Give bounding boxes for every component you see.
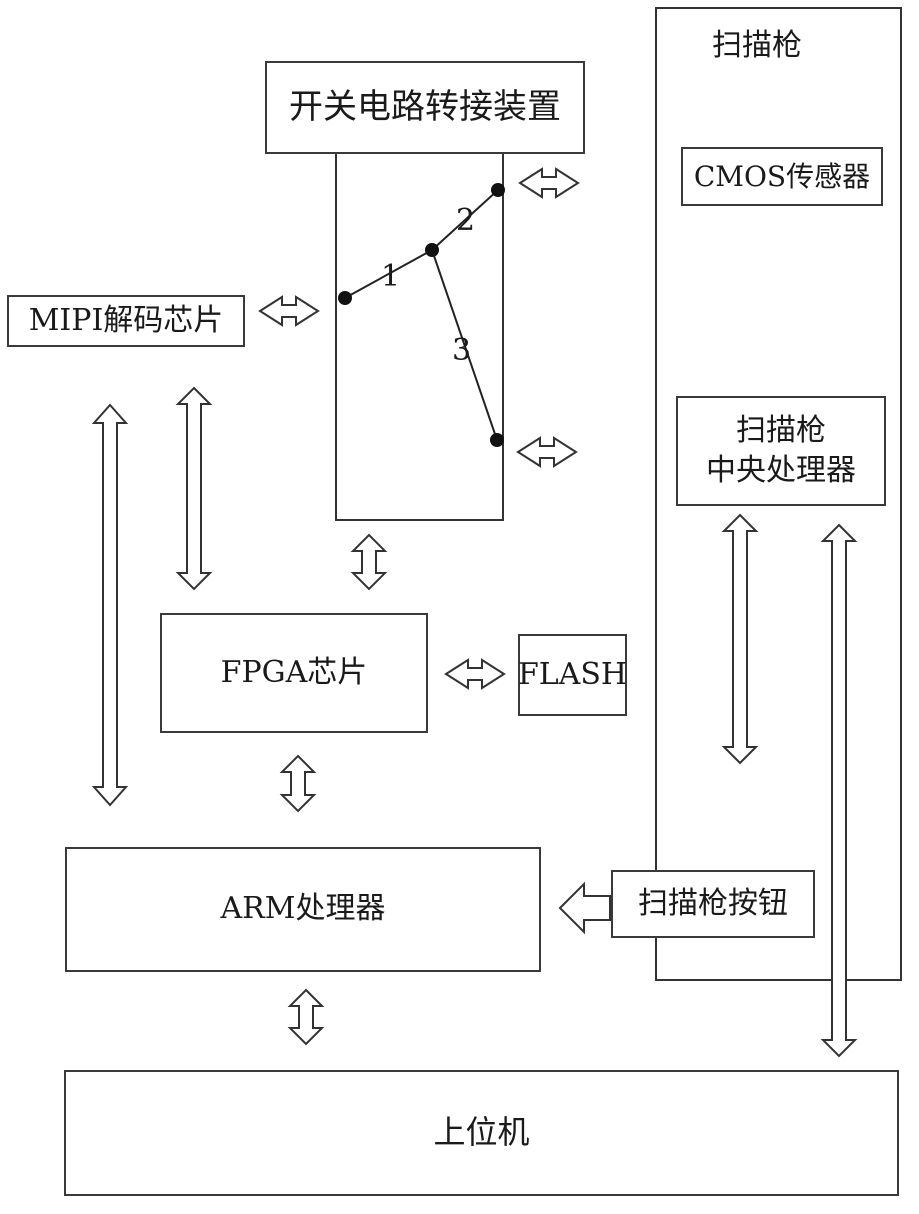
arrow-cpu-host	[823, 525, 855, 1056]
arrow-mipi-fpga	[178, 388, 210, 589]
flash-label: FLASH	[518, 655, 627, 696]
scan-gun-title: 扫描枪	[712, 20, 802, 64]
switch-device-box: 开关电路转接装置	[265, 61, 585, 154]
arrow-switch-cmos	[520, 169, 578, 197]
arm-processor-box: ARM处理器	[65, 847, 541, 972]
cmos-sensor-box: CMOS传感器	[681, 147, 883, 206]
host-label: 上位机	[433, 1111, 529, 1154]
switch-label-1: 1	[381, 259, 400, 294]
switch-label-3: 3	[452, 333, 471, 368]
flash-box: FLASH	[518, 634, 627, 716]
scan-gun-cpu-label-line2: 中央处理器	[706, 451, 856, 492]
arrow-fpga-flash	[446, 660, 504, 688]
scan-gun-button-label: 扫描枪按钮	[638, 884, 788, 925]
fpga-chip-label: FPGA芯片	[221, 653, 368, 694]
host-box: 上位机	[64, 1070, 899, 1196]
arrow-switch-fpga	[353, 535, 385, 589]
fpga-chip-box: FPGA芯片	[160, 613, 428, 733]
cmos-sensor-label: CMOS传感器	[694, 158, 870, 196]
switch-node-center	[425, 243, 439, 257]
arrow-switch-cpu	[518, 438, 576, 466]
mipi-chip-box: MIPI解码芯片	[7, 295, 245, 347]
scan-gun-cpu-label-line1: 扫描枪	[736, 411, 826, 452]
scan-gun-cpu-box: 扫描枪 中央处理器	[676, 396, 886, 506]
scan-gun-button-box: 扫描枪按钮	[611, 870, 815, 938]
arrow-fpga-arm	[282, 756, 314, 811]
switch-device-label: 开关电路转接装置	[289, 85, 561, 131]
mipi-chip-label: MIPI解码芯片	[29, 301, 224, 342]
switch-node-1	[338, 291, 352, 305]
arrow-mipi-switch	[260, 297, 318, 325]
arrow-mipi-arm	[94, 405, 126, 805]
arrow-arm-host	[290, 990, 322, 1044]
arm-processor-label: ARM处理器	[221, 889, 386, 930]
switch-label-2: 2	[456, 203, 475, 238]
arrow-button-arm	[560, 884, 610, 932]
switch-node-2	[491, 183, 505, 197]
switch-node-3	[490, 433, 504, 447]
arrow-cpu-internal	[724, 515, 756, 763]
